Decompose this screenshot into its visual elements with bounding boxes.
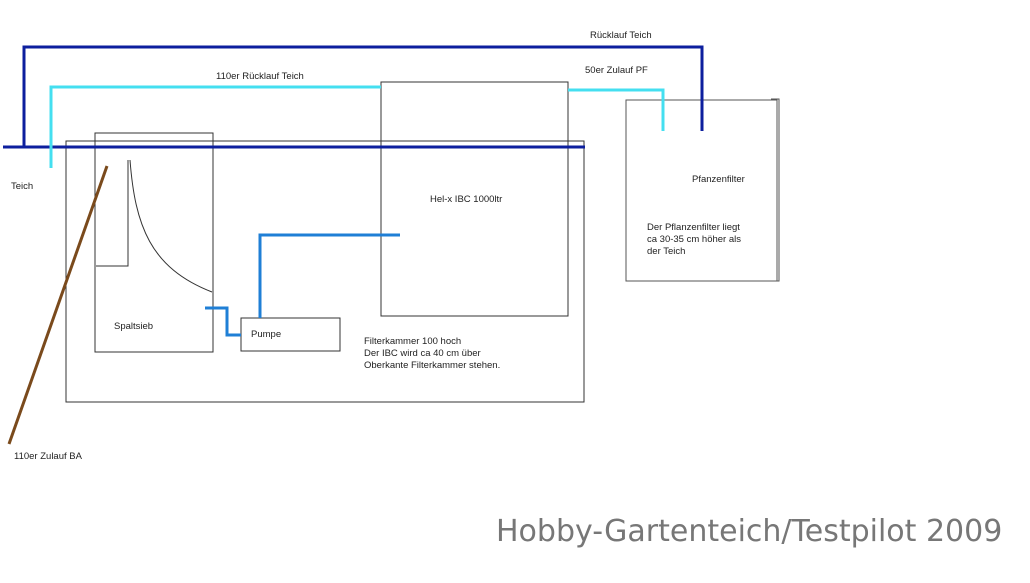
label-pf-note-3: der Teich — [647, 246, 685, 257]
label-spaltsieb: Spaltsieb — [114, 321, 153, 332]
label-teich: Teich — [11, 181, 33, 192]
filter-chamber-box — [65, 140, 585, 403]
spaltsieb-inner-step — [96, 160, 129, 267]
spaltsieb-curve — [129, 159, 213, 293]
label-filter-note-3: Oberkante Filterkammer stehen. — [364, 360, 500, 371]
zulauf-ba-pipe — [7, 165, 109, 445]
label-zulauf-pf: 50er Zulauf PF — [585, 65, 648, 76]
label-pf-note-1: Der Pflanzenfilter liegt — [647, 222, 740, 233]
label-filter-note-2: Der IBC wird ca 40 cm über — [364, 348, 481, 359]
label-helx: Hel-x IBC 1000ltr — [430, 194, 502, 205]
label-pf-note-2: ca 30-35 cm höher als — [647, 234, 741, 245]
pflanzenfilter-bracket — [771, 98, 780, 282]
watermark-text: Hobby-Gartenteich/Testpilot 2009 — [496, 514, 1003, 549]
helx-ibc-box — [380, 81, 569, 317]
zulauf-pf-pipe — [568, 88, 665, 131]
sieve-to-pump-pipe — [205, 306, 241, 337]
spaltsieb-box — [94, 132, 214, 353]
label-pflanzenfilter: Pfanzenfilter — [692, 174, 745, 185]
pump-to-ibc-pipe — [258, 233, 400, 318]
label-ruecklauf-teich: Rücklauf Teich — [590, 30, 652, 41]
ruecklauf-teich-pipe — [22, 45, 704, 147]
label-zulauf-ba: 110er Zulauf BA — [14, 451, 83, 462]
label-filter-note-1: Filterkammer 100 hoch — [364, 336, 461, 347]
label-pumpe: Pumpe — [251, 329, 281, 340]
ruecklauf-110-pipe — [49, 85, 381, 168]
label-ruecklauf-110: 110er Rücklauf Teich — [216, 71, 304, 82]
